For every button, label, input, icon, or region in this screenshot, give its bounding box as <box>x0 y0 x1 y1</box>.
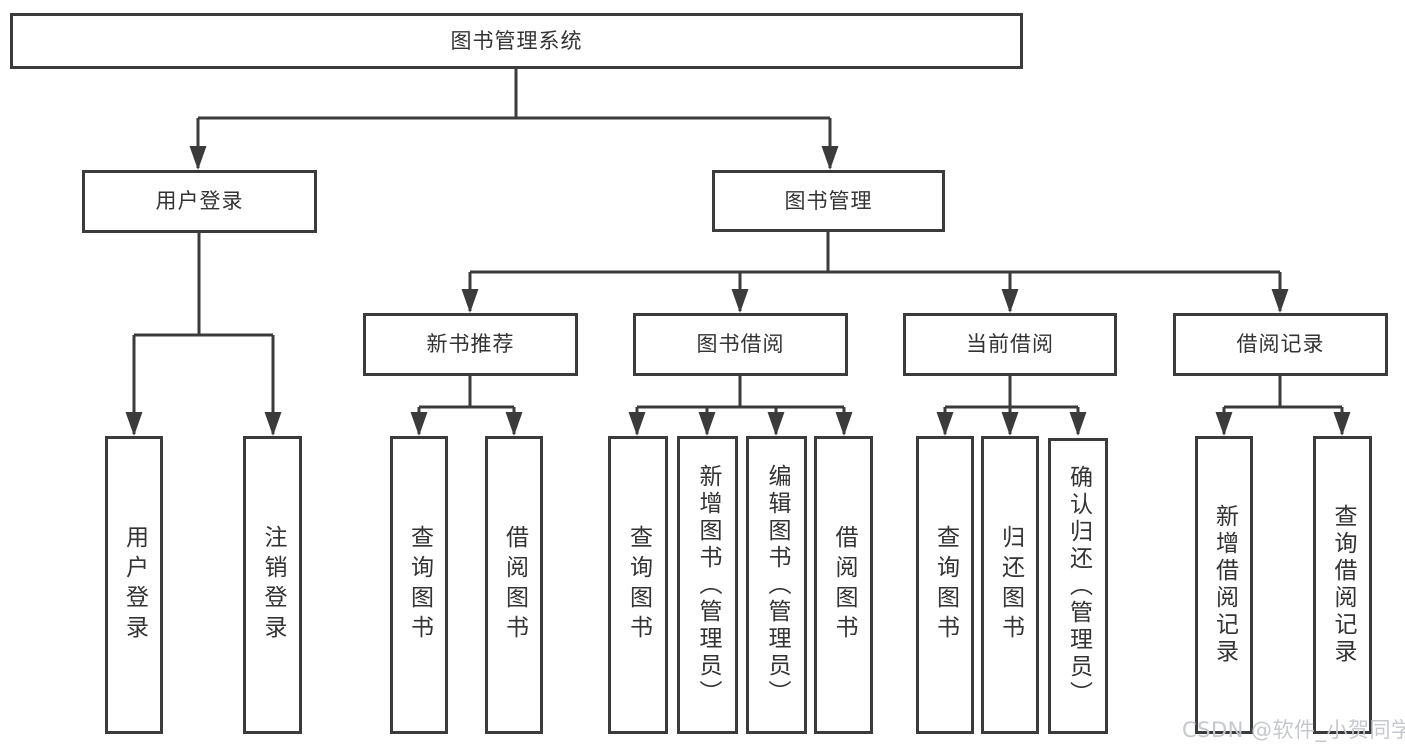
arrowhead <box>505 412 523 436</box>
leaf-confirm-return-admin: 确认归还（管理员） <box>1048 438 1108 734</box>
leaf-query-borrow-record: 查询借阅记录 <box>1313 436 1372 734</box>
arrowhead <box>189 146 207 170</box>
connector-book-management-to-level3 <box>468 232 1282 311</box>
node-root-label: 图书管理系统 <box>450 28 583 53</box>
arrowhead <box>767 412 785 436</box>
node-borrow-records: 借阅记录 <box>1173 313 1388 376</box>
leaf-borrow-book-recommend: 借阅图书 <box>485 436 543 734</box>
arrowhead <box>821 146 839 170</box>
leaf-borrow-book: 借阅图书 <box>814 436 873 734</box>
node-book-management-label: 图书管理 <box>784 188 873 213</box>
arrowhead <box>731 289 749 313</box>
arrowhead <box>410 412 428 436</box>
arrowhead <box>125 412 143 436</box>
leaf-return-book: 归还图书 <box>981 436 1039 734</box>
arrowhead <box>1001 289 1019 313</box>
node-new-book-recommend: 新书推荐 <box>363 313 578 376</box>
arrowhead <box>264 412 282 436</box>
connector-book-borrow-group <box>635 376 846 434</box>
leaf-add-borrow-record: 新增借阅记录 <box>1195 436 1253 734</box>
leaf-add-book-admin: 新增图书（管理员） <box>677 436 738 734</box>
connector-new-book-group <box>417 376 516 434</box>
arrowhead <box>936 412 954 436</box>
leaf-user-login: 用户登录 <box>105 436 163 734</box>
node-new-book-recommend-label: 新书推荐 <box>426 332 515 356</box>
node-root: 图书管理系统 <box>10 13 1023 69</box>
leaf-query-book-current: 查询图书 <box>916 436 974 734</box>
leaf-query-book-borrow: 查询图书 <box>608 436 668 734</box>
node-user-login-label: 用户登录 <box>155 189 244 213</box>
arrowhead <box>1215 412 1233 436</box>
node-book-management: 图书管理 <box>712 170 945 232</box>
arrowhead <box>1333 412 1351 436</box>
arrowhead <box>1001 412 1019 436</box>
node-borrow-records-label: 借阅记录 <box>1236 332 1325 356</box>
arrowhead <box>698 412 716 436</box>
connector-borrow-records-group <box>1222 376 1344 434</box>
leaf-edit-book-admin: 编辑图书（管理员） <box>746 436 807 734</box>
csdn-watermark: CSDN @软件_小贺同学 <box>1182 718 1405 742</box>
connector-current-borrow-group <box>943 376 1080 434</box>
leaf-query-book-recommend: 查询图书 <box>390 436 448 734</box>
node-book-borrow-label: 图书借阅 <box>696 332 785 356</box>
node-book-borrow: 图书借阅 <box>633 313 848 376</box>
arrowhead <box>1069 412 1087 436</box>
connector-root-to-level2 <box>196 69 832 168</box>
arrowhead <box>628 412 646 436</box>
arrowhead <box>1271 289 1289 313</box>
arrowhead <box>835 412 853 436</box>
node-current-borrow: 当前借阅 <box>903 313 1117 376</box>
leaf-logout: 注销登录 <box>243 436 302 734</box>
connector-user-login-group <box>132 233 275 434</box>
node-user-login: 用户登录 <box>82 170 317 233</box>
arrowhead <box>461 289 479 313</box>
node-current-borrow-label: 当前借阅 <box>966 332 1054 356</box>
